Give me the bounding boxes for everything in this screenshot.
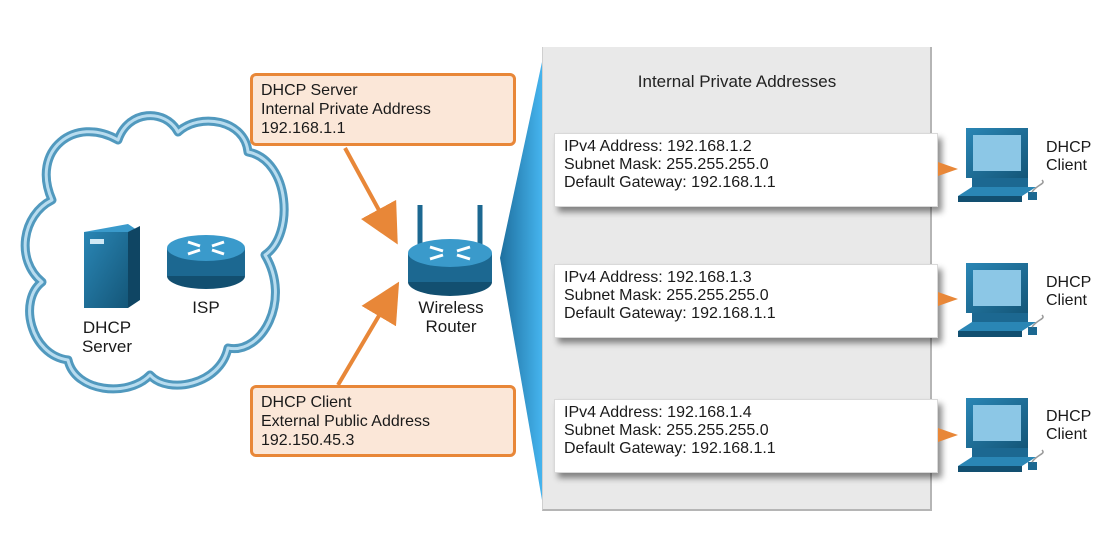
wireless-router-label: Wireless Router: [418, 298, 484, 336]
client-callout-arrow: [336, 281, 400, 387]
dhcp-server-callout: DHCP Server Internal Private Address 192…: [250, 73, 516, 146]
server-callout-arrow: [343, 147, 398, 245]
client-pointer-arrow: [938, 292, 958, 306]
dhcp-client-callout: DHCP Client External Public Address 192.…: [250, 385, 516, 457]
computer-icon: [958, 263, 1044, 337]
dhcp-server-label: DHCP Server: [81, 318, 133, 356]
dhcp-client-label: DHCP Client: [1046, 139, 1092, 174]
address-entry: IPv4 Address: 192.168.1.3 Subnet Mask: 2…: [554, 264, 938, 338]
coverage-beam: [500, 62, 542, 500]
server-icon: [84, 224, 140, 308]
isp-label: ISP: [192, 298, 220, 317]
dhcp-client-label: DHCP Client: [1046, 408, 1092, 443]
dhcp-client-label: DHCP Client: [1046, 274, 1092, 309]
computer-icon: [958, 128, 1044, 202]
address-entry: IPv4 Address: 192.168.1.4 Subnet Mask: 2…: [554, 399, 938, 473]
wireless-router-icon: [408, 205, 492, 296]
client-pointer-arrow: [938, 162, 958, 176]
client-pointer-arrow: [938, 428, 958, 442]
panel-title: Internal Private Addresses: [637, 72, 837, 91]
computer-icon: [958, 398, 1044, 472]
isp-router-icon: [167, 235, 245, 289]
address-entry: IPv4 Address: 192.168.1.2 Subnet Mask: 2…: [554, 133, 938, 207]
